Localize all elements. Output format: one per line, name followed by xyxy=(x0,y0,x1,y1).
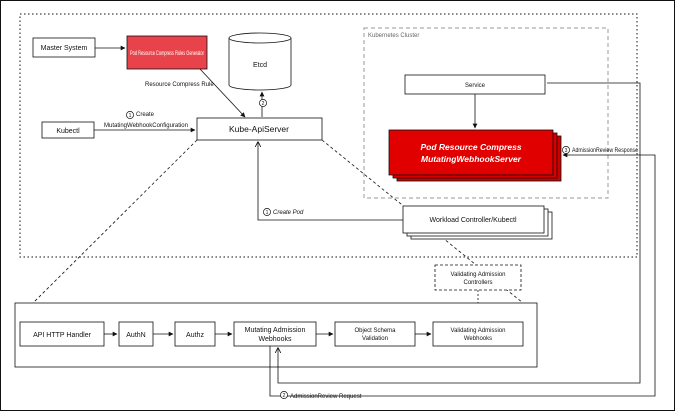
master-system-label: Master System xyxy=(41,45,88,52)
workload-to-apiserver-edge xyxy=(258,142,403,221)
create-pod-badge xyxy=(263,208,271,216)
object-schema-label-line2: Validation xyxy=(362,336,388,342)
admission-request-badge xyxy=(280,391,288,399)
outer-dotted-region xyxy=(19,13,638,258)
mutating-admission-label-line2: Webhooks xyxy=(259,336,292,343)
master-system-node xyxy=(32,37,96,58)
etcd-node xyxy=(228,32,292,91)
rules-generator-node xyxy=(126,35,208,70)
kube-apiserver-label: Kube-ApiServer xyxy=(229,124,289,134)
step-2-number: 2 xyxy=(262,101,265,107)
admission-response-edge xyxy=(278,82,641,384)
step-1-badge xyxy=(126,111,134,119)
rules-generator-label: Pod Resource Compress Rules Generator xyxy=(130,51,204,57)
object-schema-node xyxy=(334,321,416,347)
workload-controller-node xyxy=(402,205,545,234)
create-pod-number: 1 xyxy=(266,210,269,216)
authn-label: AuthN xyxy=(126,332,145,339)
mutating-admission-label-line1: Mutating Admission xyxy=(245,327,306,334)
workload-controller-label: Workload Controller/Kubectl xyxy=(429,217,516,224)
api-http-handler-label: API HTTP Handler xyxy=(33,332,92,339)
step-2-badge xyxy=(259,99,267,107)
admission-request-edge xyxy=(269,152,656,397)
kubernetes-cluster-region xyxy=(363,27,609,199)
admission-response-badge xyxy=(562,146,570,154)
webhook-server-label-line1: Pod Resource Compress xyxy=(420,142,521,152)
validating-controllers-node xyxy=(434,264,522,291)
api-http-handler-node xyxy=(19,321,105,347)
admission-request-label: AdmissionReview Request xyxy=(290,394,362,400)
zoom-line-left xyxy=(32,139,198,304)
authz-label: Authz xyxy=(186,332,204,339)
kubectl-label: Kubectl xyxy=(56,128,80,135)
compress-rule-label: Resource Compress Rule xyxy=(145,82,214,88)
admission-response-label: AdmissionReview Response xyxy=(572,148,639,154)
validating-controllers-label-line1: Validating Admission xyxy=(451,272,506,278)
service-label: Service xyxy=(465,83,486,89)
mutating-config-label: MutatingWebhookConfiguration xyxy=(104,123,188,129)
validating-webhooks-label-line2: Webhooks xyxy=(464,336,492,342)
create-label: Create xyxy=(136,112,155,118)
webhook-server-node xyxy=(388,129,554,176)
validating-webhooks-node xyxy=(432,321,524,347)
webhook-server-label-line2: MutatingWebhookServer xyxy=(421,154,522,164)
mutating-admission-node xyxy=(233,321,317,347)
object-schema-label-line1: Object Schema xyxy=(354,328,396,334)
validating-controllers-label-line2: Controllers xyxy=(463,280,492,286)
validating-webhooks-label-line1: Validating Admission xyxy=(451,328,506,334)
kubernetes-cluster-label: Kubernetes Cluster xyxy=(368,33,419,39)
admission-request-number: 2 xyxy=(283,393,286,399)
step-1-number: 1 xyxy=(129,113,132,119)
authz-node xyxy=(174,321,216,347)
create-pod-label: Create Pod xyxy=(273,210,304,216)
generator-to-apiserver-edge xyxy=(199,68,246,118)
kube-apiserver-node xyxy=(196,117,323,141)
etcd-label: Etcd xyxy=(253,62,267,69)
admission-response-number: 3 xyxy=(565,148,568,154)
